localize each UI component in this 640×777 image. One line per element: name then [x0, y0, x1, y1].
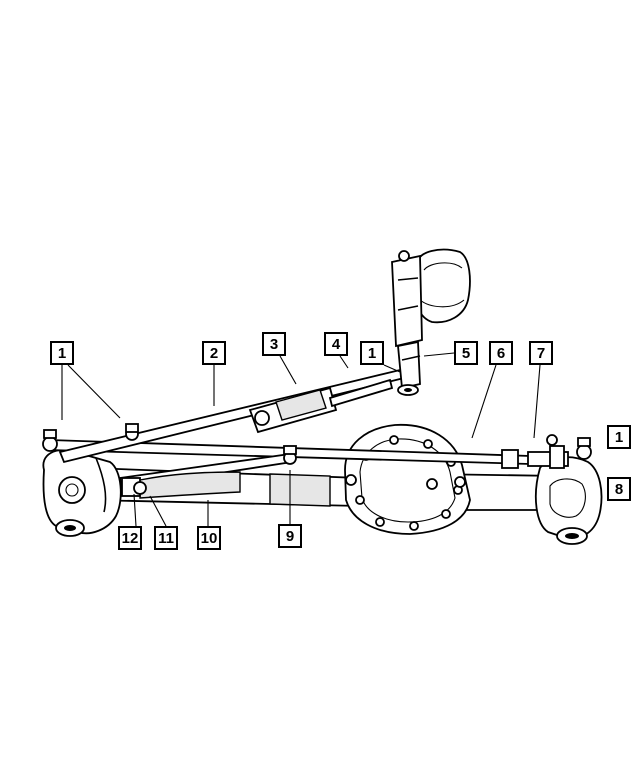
callout-2: 2 — [202, 341, 226, 365]
callout-6: 6 — [489, 341, 513, 365]
callout-7: 7 — [529, 341, 553, 365]
steering-damper — [248, 378, 394, 434]
callout-3: 3 — [262, 332, 286, 356]
callout-9: 9 — [278, 524, 302, 548]
callout-4: 4 — [324, 332, 348, 356]
callout-10: 10 — [197, 526, 221, 550]
left-steering-knuckle — [42, 449, 122, 537]
callout-11: 11 — [154, 526, 178, 550]
tie-rod — [42, 429, 592, 469]
leader-lines — [61, 352, 541, 527]
callout-1-left: 1 — [50, 341, 74, 365]
callout-12: 12 — [118, 526, 142, 550]
steering-gear — [391, 248, 471, 396]
callout-5: 5 — [454, 341, 478, 365]
right-steering-knuckle — [534, 456, 603, 545]
callout-1-pitman: 1 — [360, 341, 384, 365]
callout-8: 8 — [607, 477, 631, 501]
callout-1-right: 1 — [607, 425, 631, 449]
track-bar — [118, 445, 297, 499]
